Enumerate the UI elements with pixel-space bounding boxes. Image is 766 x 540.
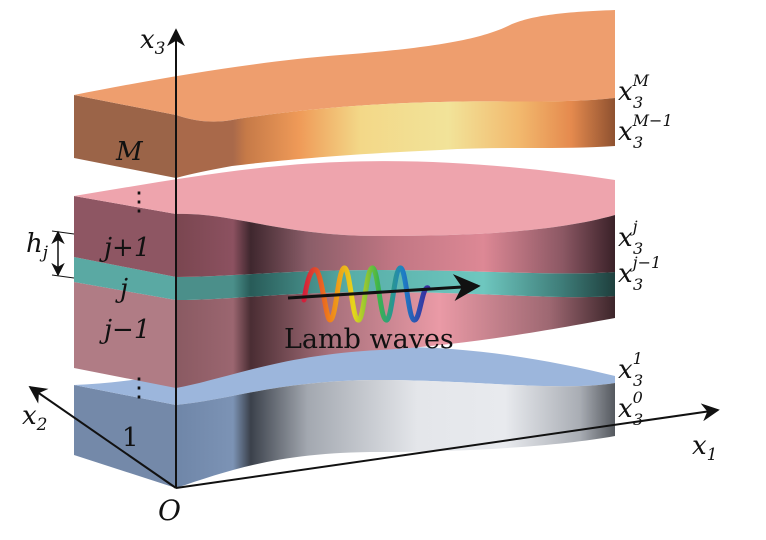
layer-j-minus-1-side-face: [176, 292, 615, 388]
layer-label-M: M: [115, 137, 144, 167]
x3-axis-label: x3: [140, 25, 166, 59]
upper-stack-side-face: [176, 213, 615, 277]
layer-label-1: 1: [122, 423, 139, 453]
coordinate-axes: [28, 28, 720, 489]
thickness-label: hj: [26, 229, 49, 263]
x2-axis-label: x2: [22, 401, 48, 435]
x1-axis-label: x1: [692, 431, 718, 465]
layer-j-left-face: [74, 257, 176, 300]
bottom-layer-left-face: [74, 385, 176, 488]
lamb-wave: [287, 265, 481, 323]
layer-label-j-minus-1: j−1: [99, 315, 150, 345]
thickness-bracket: [51, 230, 75, 279]
upper-stack: [74, 161, 615, 277]
wave-label: Lamb waves: [284, 324, 454, 355]
upper-stack-top-face: [74, 161, 615, 236]
x2-axis: [28, 385, 177, 489]
origin-label: O: [158, 494, 181, 527]
bottom-layer: [74, 346, 615, 488]
layer-j-minus-1: [74, 282, 615, 388]
bottom-layer-top-face: [74, 346, 615, 405]
wave-direction-arrow: [287, 274, 481, 302]
top-layer-side-face: [176, 98, 615, 178]
upper-stack-left-face: [74, 196, 176, 277]
layer-label-j-plus-1: j+1: [99, 233, 150, 263]
layer-label-dots-lower: ⋮: [126, 373, 152, 403]
bottom-layer-side-face: [176, 380, 615, 488]
x1-axis: [175, 403, 720, 489]
layer-j-minus-1-left-face: [74, 282, 176, 388]
top-layer: [74, 10, 615, 178]
top-layer-top-face: [74, 10, 615, 122]
layer-label-dots-upper: ⋮: [126, 187, 152, 217]
top-layer-left-face: [74, 95, 176, 178]
